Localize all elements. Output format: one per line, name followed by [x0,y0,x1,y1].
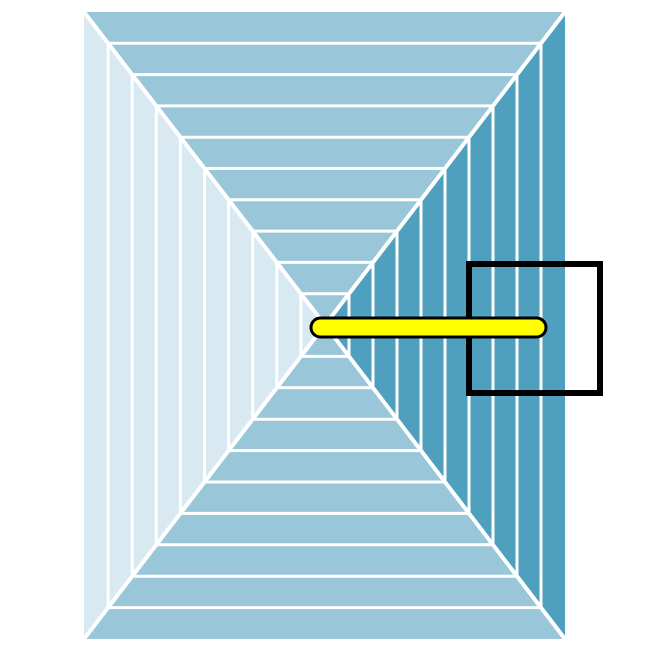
face-stripes [106,41,543,610]
face-diagonals [82,10,567,641]
pointer-bar-icon[interactable] [309,316,548,339]
diagonal-top-right [323,10,567,327]
diagonal-bottom-left [82,323,327,641]
diagonal-bottom-right [323,323,567,641]
diagonal-top-left [82,10,327,327]
